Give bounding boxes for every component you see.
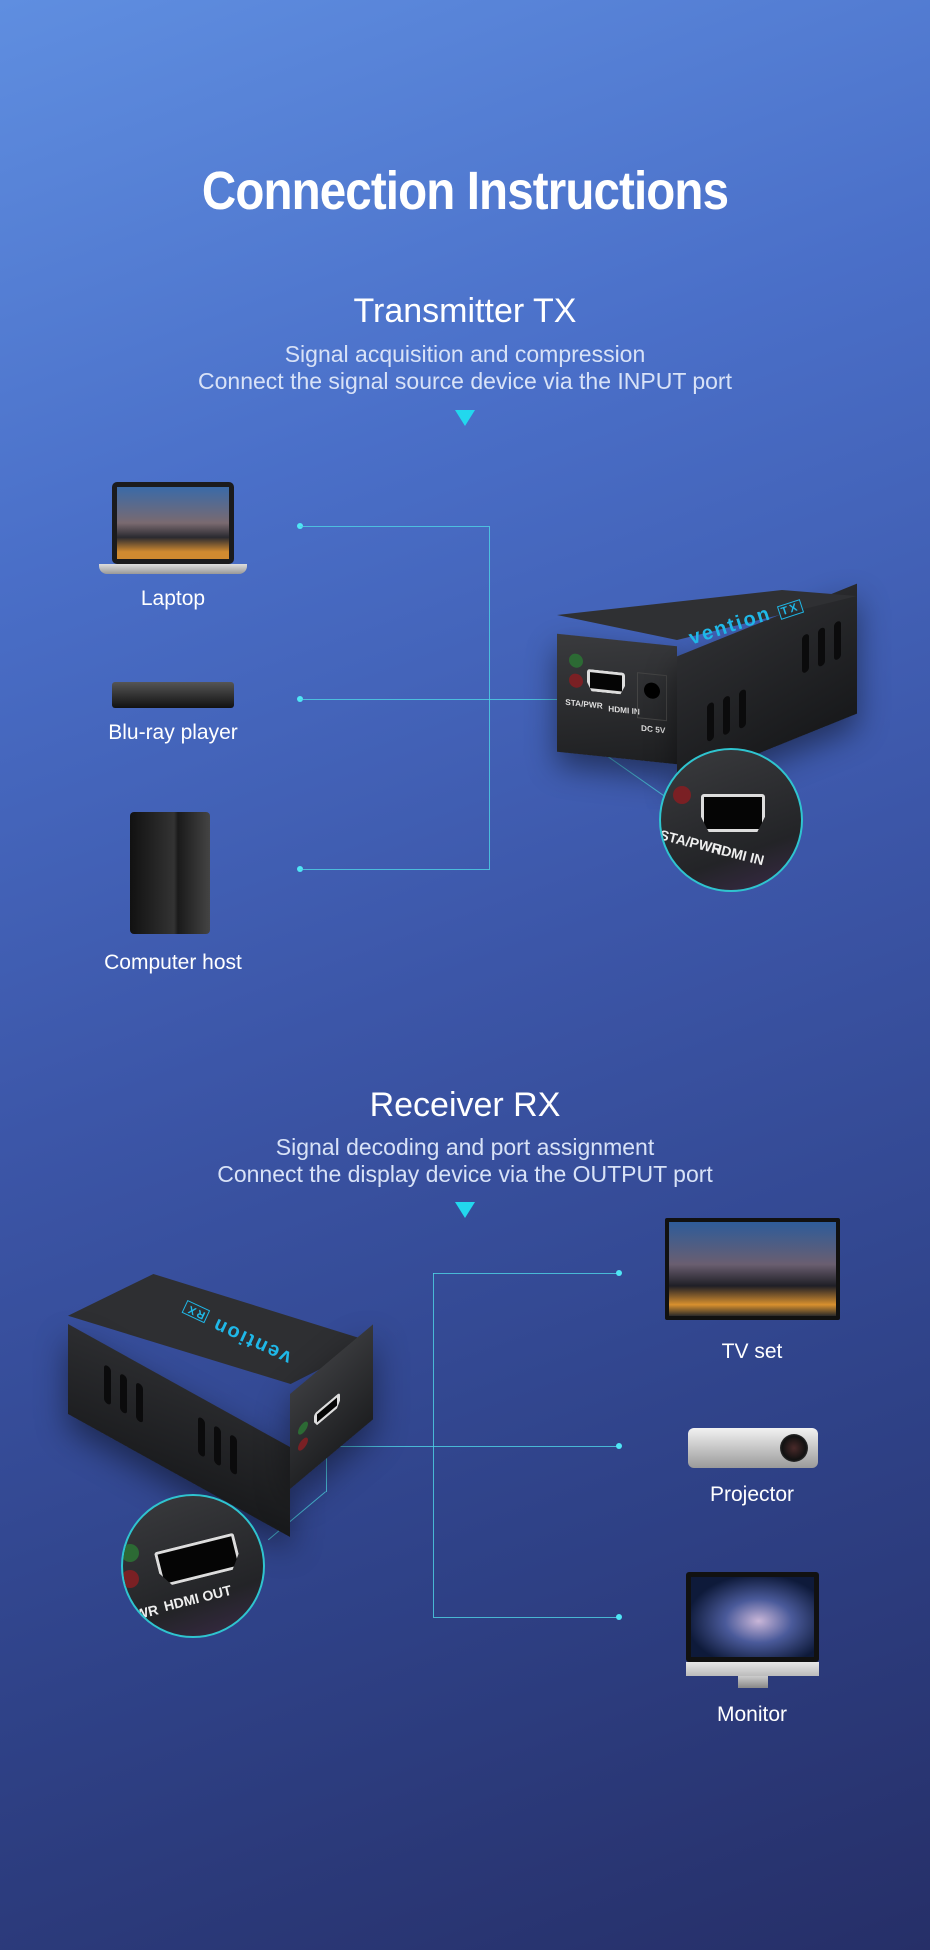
label-blu-ray: Blu-ray player [108,721,238,744]
connector-dot [616,1270,622,1276]
down-arrow-icon [455,410,475,426]
projector-icon [688,1428,818,1468]
label-projector: Projector [709,1483,795,1506]
red-led [673,786,691,804]
connector-line [326,1446,619,1447]
red-led [569,672,583,689]
led-label: STA/PWR [565,698,603,711]
power-label: DC 5V [641,724,666,736]
rx-subtitle-1: Signal decoding and port assignment [275,1134,655,1160]
connector-line [489,526,490,870]
monitor-chin [686,1662,819,1676]
connector-line [326,1448,327,1492]
tv-set-icon [665,1218,840,1320]
monitor-stand [738,1676,768,1688]
green-led [123,1544,139,1562]
red-led [298,1434,308,1454]
hdmi-port [587,669,625,695]
receiver-device: vention RX [68,1274,373,1538]
green-led [298,1418,308,1438]
led-label: WR [133,1601,160,1623]
laptop-icon [112,482,234,564]
hdmi-in-zoom: STA/PWR HDMI IN [659,748,803,892]
hdmi-port [154,1533,242,1588]
laptop-base [99,564,247,574]
connector-dot [616,1443,622,1449]
connector-line [300,699,606,700]
page-title: Connection Instructions [201,161,729,221]
label-tv-set: TV set [721,1340,783,1363]
connector-line [433,1273,619,1274]
blu-ray-player-icon [112,682,234,708]
rx-heading: Receiver RX [369,1086,561,1124]
port-label: HDMI IN [709,839,766,869]
connector-line [300,869,489,870]
rx-subtitle-2: Connect the display device via the OUTPU… [217,1161,713,1187]
tx-front-face: STA/PWR HDMI IN DC 5V [557,633,677,765]
red-led [123,1570,139,1588]
transmitter-device: STA/PWR HDMI IN DC 5V vention TX [557,583,857,787]
down-arrow-icon [455,1202,475,1218]
label-computer-host: Computer host [104,951,242,974]
tx-subtitle-1: Signal acquisition and compression [284,341,646,367]
hdmi-port [314,1392,340,1428]
tx-subtitle-2: Connect the signal source device via the… [198,368,732,394]
label-monitor: Monitor [716,1703,788,1726]
computer-host-icon [130,812,210,934]
dc-jack [637,672,667,722]
connector-dot [616,1614,622,1620]
hdmi-out-zoom: WR HDMI OUT [121,1494,265,1638]
connector-line [433,1617,619,1618]
green-led [569,652,583,669]
port-label: HDMI OUT [162,1581,234,1615]
connector-line [300,526,489,527]
label-laptop: Laptop [140,587,206,610]
connector-line [433,1273,434,1617]
hdmi-port [701,794,765,832]
tx-heading: Transmitter TX [353,292,577,330]
port-label: HDMI IN [608,704,640,717]
monitor-icon [686,1572,819,1662]
